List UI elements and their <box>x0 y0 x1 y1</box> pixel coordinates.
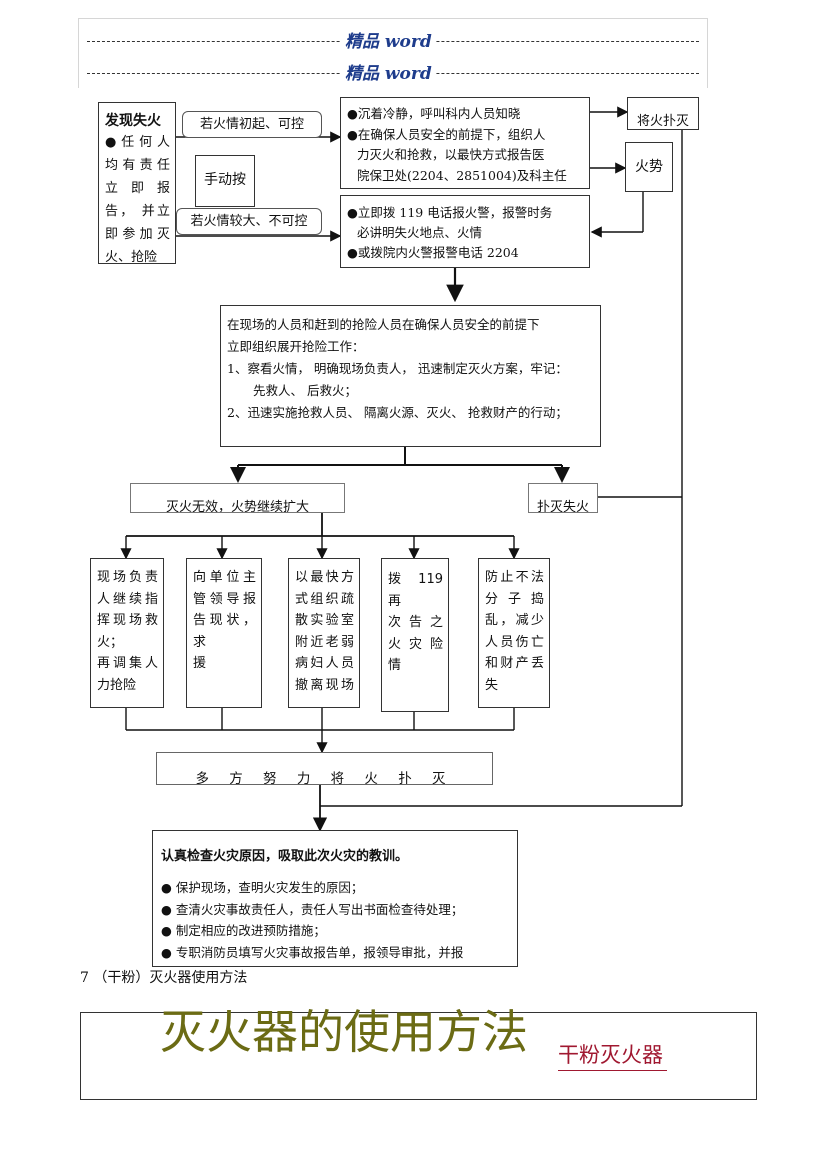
review-item-4: ● 专职消防员填写火灾事故报告单，报领导审批，并报 <box>161 944 464 960</box>
action-5-line-3: 乱，减少 <box>485 613 544 628</box>
onsite-line-5: 2、迅速实施抢救人员、 隔离火源、灭火、 抢救财产的行动； <box>227 405 568 420</box>
banner-subtitle: 干粉灭火器 <box>558 1040 667 1071</box>
review-item-3: ● 制定相应的改进预防措施； <box>161 923 326 938</box>
calm-box: ●沉着冷静，呼叫科内人员知晓 ●在确保人员安全的前提下，组织人 力灭火和抢救，以… <box>340 97 590 189</box>
action-4-line-2: 次 告 之 <box>388 615 443 630</box>
extinguished-box: 扑灭失火 <box>528 483 598 513</box>
call119-line-3: ●或拨院内火警报警电话 2204 <box>347 245 519 260</box>
calm-line-4: 院保卫处(2204、2851004)及科主任 <box>357 167 567 183</box>
review-item-1: ● 保护现场，查明火灾发生的原因； <box>161 880 364 895</box>
review-item-2: ● 查清火灾事故责任人，责任人写出书面检查待处理； <box>161 901 464 917</box>
banner-box <box>80 1012 757 1100</box>
action-box-3: 以最快方 式组织疏 散实验室 附近老弱 病妇人员 撤离现场 <box>288 558 360 708</box>
action-box-1: 现场负责 人继续指 挥现场救 火； 再调集人 力抢险 <box>90 558 164 708</box>
discover-line-2: 均 有 责 任 <box>105 158 170 173</box>
calm-line-3: 力灭火和抢救，以最快方式报告医 <box>357 147 545 162</box>
call119-line-2: 必讲明失火地点、火情 <box>357 225 483 240</box>
calm-line-1: ●沉着冷静，呼叫科内人员知晓 <box>347 106 521 121</box>
page-header: 精品 word 精品 word <box>78 18 708 88</box>
action-5-line-4: 人员伤亡 <box>485 634 544 650</box>
header-label-2: 精品 word <box>341 59 436 84</box>
onsite-line-2: 立即组织展开抢险工作： <box>227 339 365 354</box>
action-box-2: 向单位主 管领导报 告现状，求 援 <box>186 558 262 708</box>
put-out-box: 将火扑灭 <box>627 97 699 130</box>
action-5-line-2: 分 子 捣 <box>485 591 544 607</box>
fire-spread-box: 火势 <box>625 142 673 192</box>
condition-early: 若火情初起、可控 <box>182 111 322 138</box>
action-3-line-3: 散实验室 <box>295 613 354 628</box>
action-box-4: 拨 119 再 次 告 之 火 灾 险 情 <box>381 558 449 712</box>
action-2-line-1: 向单位主 <box>193 570 256 585</box>
review-title: 认真检查火灾原因，吸取此次火灾的教训。 <box>161 849 409 864</box>
review-box: 认真检查火灾原因，吸取此次火灾的教训。 ● 保护现场，查明火灾发生的原因； ● … <box>152 830 518 967</box>
discover-line-3: 立 即 报 <box>105 181 170 196</box>
action-4-line-3: 火 灾 险 <box>388 636 443 652</box>
ineffective-box: 灭火无效，火势继续扩大 <box>130 483 345 513</box>
action-1-line-3: 挥现场救 <box>97 613 158 628</box>
discover-line-1: ● 任 何 人 <box>105 135 170 150</box>
header-label-1: 精品 word <box>341 27 436 52</box>
action-3-line-1: 以最快方 <box>295 570 354 585</box>
action-1-line-6: 力抢险 <box>97 677 137 693</box>
section-7-heading: 7 （干粉）灭火器使用方法 <box>80 970 248 986</box>
onsite-box: 在现场的人员和赶到的抢险人员在确保人员安全的前提下 立即组织展开抢险工作： 1、… <box>220 305 601 447</box>
action-5-line-6: 失 <box>485 677 499 693</box>
discover-box: 发现失火 ● 任 何 人 均 有 责 任 立 即 报 告， 并立 即参加灭 火、… <box>98 102 176 265</box>
onsite-line-3: 1、察看火情， 明确现场负责人， 迅速制定灭火方案，牢记： <box>227 361 568 376</box>
call-119-box: ●立即拨 119 电话报火警，报警时务 必讲明失火地点、火情 ●或拨院内火警报警… <box>340 195 590 268</box>
discover-line-4: 告， 并立 <box>105 204 170 219</box>
action-3-line-4: 附近老弱 <box>295 634 354 650</box>
call119-line-1: ●立即拨 119 电话报火警，报警时务 <box>347 205 553 220</box>
condition-large: 若火情较大、不可控 <box>176 208 322 235</box>
banner-title: 灭火器的使用方法 <box>160 1005 528 1059</box>
manual-alarm-box: 手动按 <box>195 155 255 207</box>
action-1-line-2: 人继续指 <box>97 591 158 607</box>
onsite-line-1: 在现场的人员和赶到的抢险人员在确保人员安全的前提下 <box>227 317 540 332</box>
action-3-line-6: 撤离现场 <box>295 677 354 693</box>
action-2-line-3: 告现状，求 <box>193 613 256 650</box>
action-box-5: 防止不法 分 子 捣 乱，减少 人员伤亡 和财产丢 失 <box>478 558 550 708</box>
discover-title: 发现失火 <box>105 113 161 129</box>
action-4-line-1: 拨 119 再 <box>388 572 443 609</box>
action-1-line-5: 再调集人 <box>97 656 158 671</box>
calm-line-2: ●在确保人员安全的前提下，组织人 <box>347 126 546 142</box>
action-1-line-1: 现场负责 <box>97 570 158 585</box>
joint-effort-box: 多 方 努 力 将 火 扑 灭 <box>156 752 493 785</box>
discover-line-6: 火、抢险 <box>105 250 158 265</box>
onsite-line-4: 先救人、 后救火； <box>253 383 357 398</box>
action-3-line-5: 病妇人员 <box>295 656 354 671</box>
discover-line-5: 即参加灭 <box>105 227 170 242</box>
action-5-line-5: 和财产丢 <box>485 656 544 671</box>
action-1-line-4: 火； <box>97 634 124 650</box>
action-5-line-1: 防止不法 <box>485 570 544 585</box>
action-3-line-2: 式组织疏 <box>295 591 354 607</box>
action-4-line-4: 情 <box>388 658 402 673</box>
action-2-line-4: 援 <box>193 656 207 671</box>
action-2-line-2: 管领导报 <box>193 591 256 607</box>
